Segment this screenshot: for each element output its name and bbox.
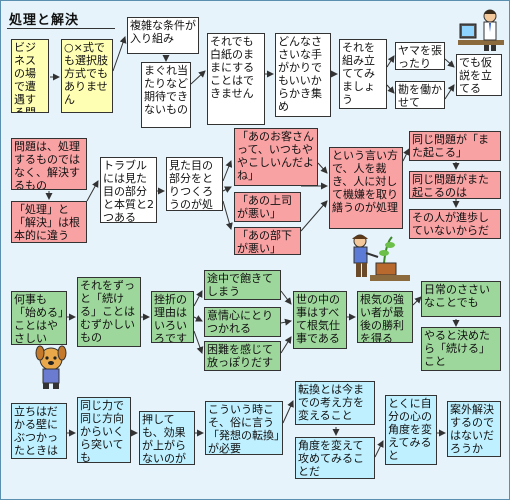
r3-reasons-box: 挫折の理由はいろいろです — [151, 291, 194, 343]
r4-same-force-box: 同じ力で同じ方向からいくら突いても — [77, 397, 131, 463]
r3-start-box: 何事も「始める」ことはやさしい — [11, 291, 67, 345]
puppy-mascot-icon — [35, 345, 67, 389]
r2-same2-box: 同じ問題がまた起こるのは — [409, 171, 501, 199]
r1-intuition-box: 勘を働かせて — [395, 81, 445, 109]
r4-angle-box: 角度を変えて攻めてみることだ — [295, 437, 375, 479]
r1-start-box: ビジネスの場で遭遇する問題は — [11, 39, 49, 113]
r2-progress-box: その人が進歩していないからだ — [409, 209, 501, 239]
r3-matter-box: 世の中の事はすべて根気仕事である — [293, 291, 347, 349]
r4-solution-box: 案外解決するのではないだろうか — [447, 401, 501, 457]
r1-any-box: どんなささいな手がかりでもいいからかき集め — [275, 33, 331, 117]
r3-bored-box: 途中で飽きてしまう — [204, 270, 281, 300]
r4-push-box: 押しても、効果が上がらないのがふつう — [139, 411, 195, 465]
r2-customer-box: 「あのお客さんって、いつもややこしいんだよね」 — [234, 128, 318, 186]
r1-complex-box: 複雑な条件が入り組み — [127, 17, 199, 54]
r4-self-box: とくに自分の心の角度を変えてみると — [385, 395, 437, 465]
r1-hunch-box: ヤマを張ったり — [395, 42, 445, 70]
r1-hypothesis-box: でも仮説を立てる — [456, 54, 502, 96]
r3-patient-box: 根気の強い者が最後の勝利を得る — [357, 291, 413, 343]
r2-surface-box: トラブルには見た目の部分と本質と2つある — [100, 157, 157, 223]
diagram-title: 処理と解決 — [9, 13, 80, 28]
r2-same1-box: 同じ問題が「また起こる」 — [409, 131, 501, 161]
office-worker-icon — [458, 9, 504, 51]
r3-daily-box: 日常のささいなことでも — [421, 281, 501, 317]
r3-continue-box: それをずっと「続ける」ことはむずかしいもの — [77, 277, 141, 347]
r2-diff-box: 「処理」と「解決」は根本的に違う — [11, 201, 87, 243]
r1-tangled-box: まぐれ当たりなど期待できないもの — [141, 62, 191, 128]
r1-choice-box: ○×式でも選択肢方式でもありません — [61, 39, 113, 113]
r2-visible-box: 見た目の部分をとりつくろうのが処理 — [166, 157, 223, 211]
r4-proverb-box: こういう時こそ、俗に言う「発想の転換」が必要 — [205, 401, 283, 455]
r1-assemble-box: それを組み立ててみましょう — [339, 39, 387, 109]
r4-convert-box: 転換とは今までの考え方を変えること — [295, 381, 375, 425]
r1-no-white-box: それでも白紙のままにすることはできません — [207, 33, 265, 125]
r2-sub-box: 「あの部下が悪い」 — [234, 227, 301, 255]
r2-boss-box: 「あの上司が悪い」 — [234, 192, 301, 222]
r3-hard-box: 困難を感じて放っぽりだす — [204, 341, 281, 371]
r4-wall-box: 立ちはだかる壁にぶつかったときは — [11, 403, 67, 459]
title-underline — [7, 28, 115, 29]
r2-problem-box: 問題は、処理するものではなく、解決するもの — [11, 138, 87, 190]
r3-tired-box: 意情心にとりつかれる — [204, 307, 281, 337]
gardener-icon — [352, 234, 410, 281]
r2-judge-box: という言い方で、人を裁き、人に対して機嫌を取り繕うのが処理 — [329, 147, 403, 229]
r3-decide-box: やると決めたら「続ける」こと — [421, 327, 501, 371]
